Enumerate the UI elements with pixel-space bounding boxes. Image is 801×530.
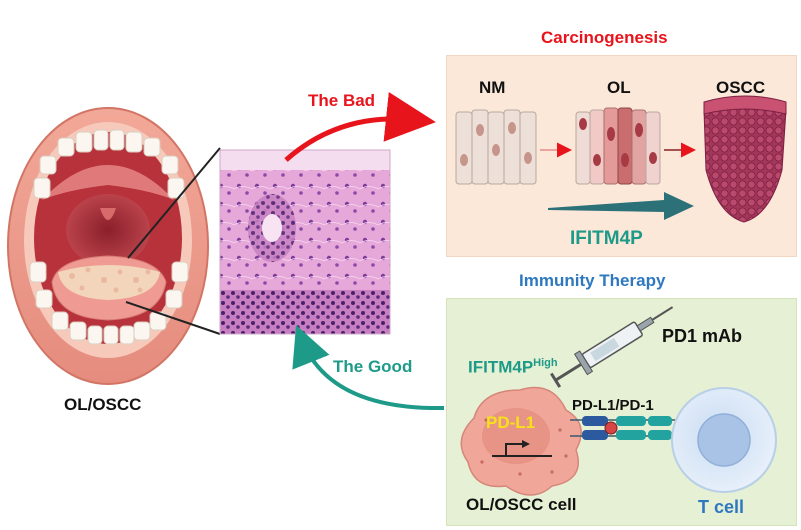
- the-good-label: The Good: [333, 357, 413, 376]
- pdl1-pd1-label: PD-L1/PD-1: [572, 397, 654, 414]
- stage-nm-label: NM: [479, 78, 506, 97]
- mouth-illustration: [7, 107, 209, 385]
- the-good-arrow: [292, 325, 445, 411]
- oscc-nucleus: [482, 408, 550, 464]
- nm-cells: [455, 109, 537, 185]
- immunity-therapy-title: Immunity Therapy: [519, 271, 666, 290]
- histology-image: [219, 149, 391, 335]
- mouth-label: OL/OSCC: [64, 395, 142, 414]
- promoter-arrow-head: [522, 440, 530, 448]
- t-cell-nucleus: [697, 413, 751, 467]
- promoter-arrow-icon: [505, 443, 522, 456]
- pdl1-pd1-complex: [570, 416, 686, 440]
- ifitm4p-trend-arrow: [548, 192, 694, 220]
- pd1-mab-label: PD1 mAb: [662, 326, 743, 346]
- the-bad-arrow: [284, 92, 436, 162]
- oscc-tumor: [703, 95, 787, 223]
- carcinogenesis-title: Carcinogenesis: [541, 28, 668, 47]
- stage-ol-label: OL: [607, 78, 631, 97]
- connector-line-top: [127, 147, 221, 259]
- t-cell-label: T cell: [698, 497, 745, 517]
- stage-oscc-label: OSCC: [716, 78, 766, 97]
- oscc-cell-dots: [480, 418, 568, 476]
- the-bad-label: The Bad: [308, 91, 376, 110]
- ifitm4p-high-label: IFITM4PHigh: [468, 357, 558, 378]
- syringe-icon: [550, 306, 674, 388]
- ifitm4p-label: IFITM4P: [570, 228, 643, 249]
- ifitm4p-high-base: IFITM4P: [468, 357, 534, 377]
- ifitm4p-high-superscript: High: [533, 357, 558, 369]
- pdl1-label: PD-L1: [486, 413, 536, 432]
- connector-line-bottom: [125, 301, 221, 335]
- ol-cells: [575, 107, 661, 185]
- oscc-cell-label: OL/OSCC cell: [466, 495, 577, 514]
